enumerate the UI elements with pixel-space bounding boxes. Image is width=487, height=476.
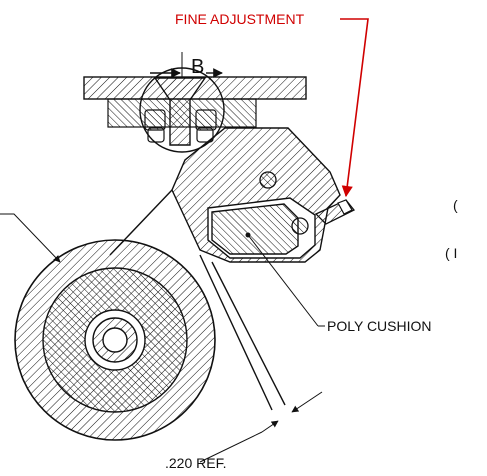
edge-fragment-1: ( xyxy=(453,197,458,213)
dimension-label: .220 REF. xyxy=(165,455,226,471)
wheel xyxy=(14,239,216,441)
dimension-220 xyxy=(199,391,323,463)
bearing-left xyxy=(144,109,166,143)
fine-adjustment-label: FINE ADJUSTMENT xyxy=(175,11,305,27)
detail-b-label: B xyxy=(191,56,204,78)
wheel-leader xyxy=(0,213,61,263)
poly-cushion xyxy=(211,203,299,255)
edge-fragment-2: ( I xyxy=(445,245,457,261)
adjustment-screw xyxy=(259,171,356,235)
poly-cushion-label: POLY CUSHION xyxy=(327,318,432,334)
fine-adjustment-leader xyxy=(340,18,369,198)
kingpin xyxy=(153,77,207,146)
bearing-right xyxy=(195,109,217,143)
poly-cushion-leader xyxy=(247,234,319,327)
